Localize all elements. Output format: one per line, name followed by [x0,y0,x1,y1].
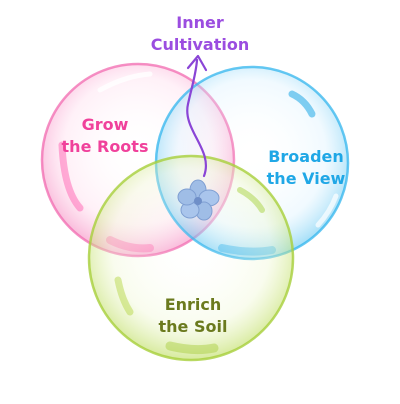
broaden-label-line1: Broaden [268,147,344,166]
flower-icon [177,179,220,221]
inner-label-line2: Cultivation [150,35,250,54]
curved-arrow-up-icon [186,54,208,178]
grow-roots-label: Grow the Roots [50,114,160,158]
grow-label-line1: Grow [81,115,129,134]
inner-label-line1: Inner [176,13,224,32]
inner-cultivation-label: Inner Cultivation [130,12,270,56]
enrich-soil-label: Enrich the Soil [138,294,248,338]
broaden-label-line2: the View [266,169,346,188]
enrich-circle [87,154,295,362]
grow-label-line2: the Roots [61,137,149,156]
broaden-view-label: Broaden the View [246,146,366,190]
enrich-label-line1: Enrich [164,295,222,314]
enrich-label-line2: the Soil [158,317,228,336]
